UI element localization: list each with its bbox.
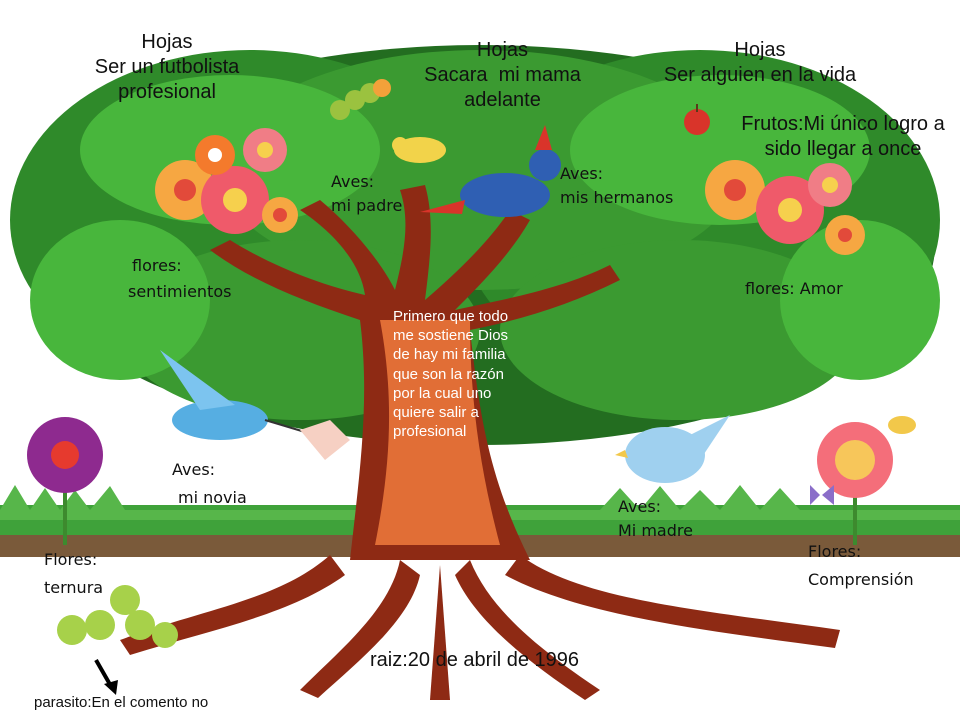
- parasite-arrow-head: [104, 680, 118, 695]
- flowers-tenderness-text: ternura: [44, 578, 104, 597]
- flowers-feelings-title: flores:: [132, 256, 182, 275]
- apple-icon: [684, 104, 710, 135]
- leaves-text-1: Ser un futbolista profesional: [94, 56, 240, 103]
- flowers-feelings-text: sentimientos: [128, 282, 232, 301]
- flowers-tenderness-title: Flores:: [44, 550, 98, 569]
- hummingbird-icon: [160, 350, 306, 440]
- flower-cluster-right: [705, 160, 865, 255]
- trunk-text: Primero que todo me sostiene Dios de hay…: [393, 308, 509, 441]
- birds-father-title: Aves:: [331, 172, 375, 191]
- birds-siblings-label: Aves: mis hermanos: [560, 164, 720, 208]
- birds-girlfriend-label: Aves: mi novia: [172, 460, 282, 508]
- leaves-label-2: Hojas Sacara mi mama adelante: [405, 38, 600, 113]
- birds-siblings-title: Aves:: [560, 164, 604, 183]
- caterpillar-bottom-icon: [57, 585, 178, 648]
- parasite-label: parasito:En el comento no: [34, 694, 209, 711]
- birds-father-label: Aves: mi padre: [331, 172, 441, 216]
- birds-girlfriend-title: Aves:: [172, 460, 216, 479]
- cardinal-bird-icon: [420, 125, 561, 217]
- butterfly-icon: [810, 485, 834, 505]
- leaves-title-1: Hojas: [141, 31, 193, 53]
- fruits-label: Frutos:Mi único logro a sido llegar a on…: [741, 113, 945, 160]
- birds-girlfriend-text: mi novia: [178, 488, 247, 507]
- leaves-text-2: Sacara mi mama adelante: [424, 64, 587, 111]
- birds-mother-label: Aves: Mi madre: [618, 497, 728, 541]
- root-label: raiz:20 de abril de 1996: [370, 649, 580, 671]
- bee-icon: [888, 416, 916, 434]
- flowers-feelings-label: flores: sentimientos: [128, 256, 268, 302]
- grass-blades: [0, 485, 960, 520]
- birds-mother-text: Mi madre: [618, 521, 693, 540]
- flowers-understanding-title: Flores:: [808, 542, 862, 561]
- flowers-love-label: flores: Amor: [745, 279, 843, 298]
- purple-flower-icon: [27, 417, 103, 545]
- flowers-tenderness-label: Flores: ternura: [44, 550, 144, 598]
- flower-cluster-left: [155, 128, 298, 234]
- leaves-title-3: Hojas: [734, 39, 786, 61]
- yellow-bird-icon: [392, 137, 446, 163]
- flowers-understanding-label: Flores: Comprensión: [808, 542, 953, 590]
- lily-flower-icon: [300, 420, 350, 460]
- birds-mother-title: Aves:: [618, 497, 662, 516]
- leaves-text-3: Ser alguien en la vida: [663, 64, 857, 86]
- leaves-title-2: Hojas: [476, 39, 529, 61]
- caterpillar-top-icon: [330, 79, 391, 120]
- birds-father-text: mi padre: [331, 196, 403, 215]
- leaves-label-3: Hojas Ser alguien en la vida: [640, 38, 880, 88]
- blue-bird-icon: [615, 415, 730, 483]
- flowers-understanding-text: Comprensión: [808, 570, 914, 589]
- birds-siblings-text: mis hermanos: [560, 188, 674, 207]
- pink-flower-icon: [817, 422, 893, 545]
- leaves-label-1: Hojas Ser un futbolista profesional: [72, 30, 262, 105]
